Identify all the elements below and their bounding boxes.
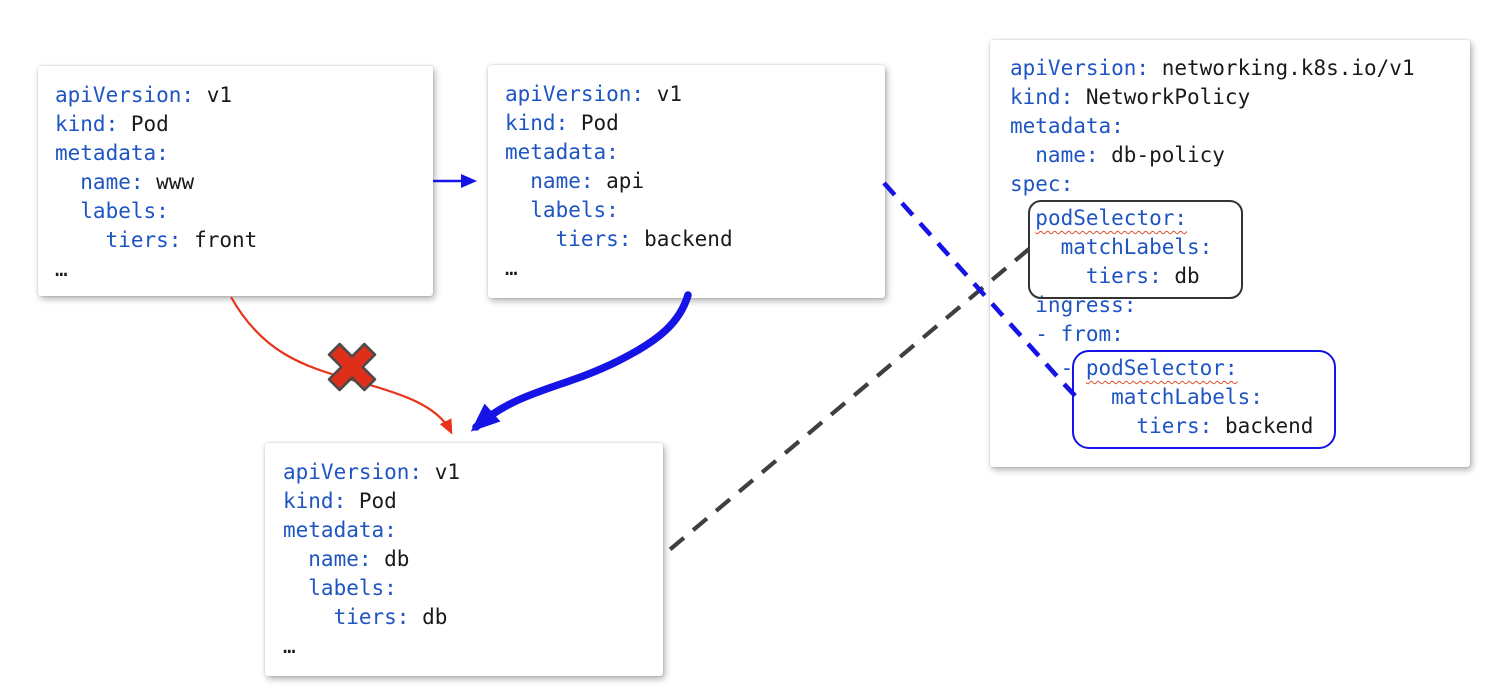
code-key: name: (505, 169, 594, 193)
code-line: apiVersion: v1 (283, 458, 663, 487)
code-line: - from: (1010, 320, 1470, 349)
code-line: … (283, 632, 663, 661)
code-key: spec: (1010, 172, 1074, 196)
code-value: db-policy (1098, 143, 1225, 167)
code-line: … (505, 254, 885, 283)
code-key: tiers: (283, 605, 410, 629)
api-to-db-arrow (470, 291, 692, 432)
code-line: metadata: (1010, 112, 1470, 141)
code-value: NetworkPolicy (1073, 85, 1251, 109)
code-line: name: www (55, 168, 433, 197)
code-value: backend (1212, 414, 1314, 438)
code-value: v1 (422, 460, 461, 484)
blocked-x-icon (327, 342, 377, 392)
code-line: metadata: (55, 139, 433, 168)
www-to-db-blocked-arrow (230, 296, 453, 435)
code-line: matchLabels: (1010, 383, 1470, 412)
code-line: apiVersion: v1 (505, 80, 885, 109)
code-value: front (181, 228, 258, 252)
code-line: metadata: (283, 516, 663, 545)
code-line: tiers: db (1010, 262, 1470, 291)
code-line: metadata: (505, 138, 885, 167)
code-key: metadata: (283, 518, 397, 542)
code-value: www (143, 170, 195, 194)
code-key: tiers: (1010, 414, 1213, 438)
code-key: apiVersion: (55, 83, 195, 107)
code-line: labels: (283, 574, 663, 603)
code-key: matchLabels: (1010, 235, 1213, 259)
code-line: tiers: backend (1010, 412, 1470, 441)
code-key: kind: (505, 111, 569, 135)
code-line: kind: Pod (55, 110, 433, 139)
code-value: db (1161, 264, 1200, 288)
code-line: labels: (505, 196, 885, 225)
code-value: Pod (346, 489, 397, 513)
code-line: labels: (55, 197, 433, 226)
code-key: name: (1010, 143, 1099, 167)
code-key-misspelled: podSelector: (1085, 356, 1238, 380)
code-key: tiers: (505, 227, 632, 251)
code-key: tiers: (55, 228, 182, 252)
code-line: apiVersion: networking.k8s.io/v1 (1010, 54, 1470, 83)
code-value: api (593, 169, 645, 193)
code-value: … (55, 257, 68, 281)
code-value: db (371, 547, 410, 571)
code-line: apiVersion: v1 (55, 81, 433, 110)
code-line: tiers: backend (505, 225, 885, 254)
code-key: ingress: (1010, 293, 1137, 317)
code-value: v1 (194, 83, 233, 107)
code-line: tiers: front (55, 226, 433, 255)
code-key: matchLabels: (1010, 385, 1263, 409)
code-key: apiVersion: (283, 460, 423, 484)
code-line: matchLabels: (1010, 233, 1470, 262)
code-key: name: (55, 170, 144, 194)
code-key: metadata: (1010, 114, 1124, 138)
code-value: networking.k8s.io/v1 (1149, 56, 1415, 80)
code-key: labels: (55, 199, 169, 223)
code-key: tiers: (1010, 264, 1162, 288)
code-key-misspelled: podSelector: (1035, 206, 1188, 230)
code-line: … (55, 255, 433, 284)
code-line: name: db-policy (1010, 141, 1470, 170)
code-line: spec: (1010, 170, 1470, 199)
code-key: apiVersion: (505, 82, 645, 106)
code-key: apiVersion: (1010, 56, 1150, 80)
code-key (1010, 206, 1035, 230)
code-value: db (409, 605, 448, 629)
code-line: kind: Pod (283, 487, 663, 516)
code-key: kind: (283, 489, 347, 513)
code-line: kind: NetworkPolicy (1010, 83, 1470, 112)
code-value: … (505, 256, 518, 280)
code-value: backend (631, 227, 733, 251)
code-line: name: db (283, 545, 663, 574)
code-key: kind: (55, 112, 119, 136)
code-value: … (283, 634, 296, 658)
code-key: metadata: (55, 141, 169, 165)
code-key: labels: (283, 576, 397, 600)
code-line: podSelector: (1010, 204, 1470, 233)
code-value: Pod (118, 112, 169, 136)
code-key: labels: (505, 198, 619, 222)
code-key: - from: (1010, 322, 1124, 346)
code-line: name: api (505, 167, 885, 196)
code-line: tiers: db (283, 603, 663, 632)
code-value: v1 (644, 82, 683, 106)
code-line: kind: Pod (505, 109, 885, 138)
code-value: Pod (568, 111, 619, 135)
code-key: metadata: (505, 140, 619, 164)
code-line: - podSelector: (1010, 354, 1470, 383)
code-key: name: (283, 547, 372, 571)
code-key: - (1010, 356, 1086, 380)
code-key: kind: (1010, 85, 1074, 109)
code-line: ingress: (1010, 291, 1470, 320)
